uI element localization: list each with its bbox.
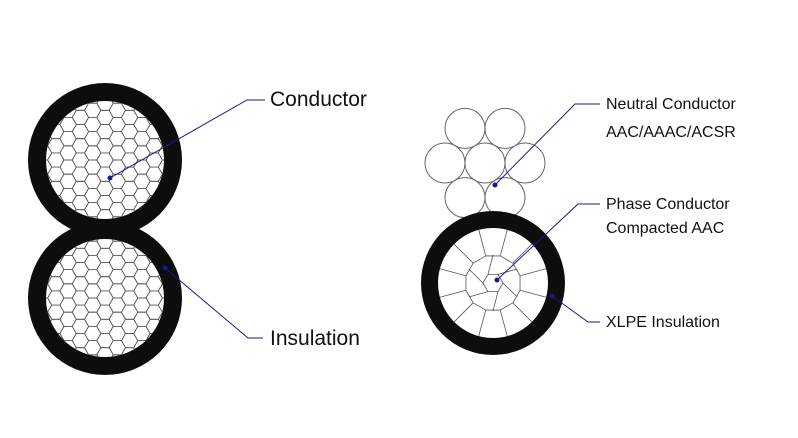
left-upper-conductor [46,101,164,219]
neutral-strand [504,142,546,184]
phase-strand-edge [438,267,467,277]
neutral-pointer-dot [492,182,498,188]
phase-strand-edge [499,309,509,338]
conductor-strand [157,131,164,147]
phase-strand-edge [468,291,489,298]
phase-strand-edge [487,254,494,275]
insulation-label: Insulation [270,327,360,350]
phase-strand-edge [492,291,499,312]
left-lower-cable [28,221,182,375]
conductor-strand [157,159,164,175]
phase-strand-edge [512,263,521,276]
xlpe-insulation-label: XLPE Insulation [606,314,720,331]
conductor-strand [157,283,164,299]
phase-strand-edge [477,228,487,257]
neutral-conductor-label-line1: Neutral Conductor [606,96,736,113]
left-upper-cable [28,83,182,237]
neutral-leader-line [494,103,600,186]
conductor-pointer-dot [107,175,113,181]
phase-strand-edge [482,282,489,292]
phase-strand-edge [512,240,536,264]
phase-strand-edge [497,274,504,284]
phase-strand-edge [438,289,467,299]
phase-strand-edge [465,290,474,303]
neutral-conductor-bundle [424,107,546,219]
phase-strand-edge [465,263,474,276]
phase-strand-edge [499,228,509,257]
phase-strand-edge [468,268,484,284]
xlpe-leader-line [551,295,600,323]
phase-strand-edge [473,255,486,264]
insulation-pointer-dot [162,265,168,271]
conductor-strand [157,297,164,313]
phase-strand-edge [500,255,513,264]
phase-strand-edge [497,268,518,275]
xlpe-pointer-dot [549,293,555,299]
conductor-label: Conductor [270,88,367,111]
phase-strand-edge [512,290,521,303]
phase-strand-edge [519,267,548,277]
neutral-strand [444,107,486,149]
conductor-strand [157,311,164,327]
phase-strands [438,228,548,338]
phase-leader-line [496,203,600,281]
phase-pointer-dot [494,277,500,283]
phase-strand-edge [512,302,536,326]
phase-strand-edge [450,302,474,326]
phase-strand-edge [519,289,548,299]
phase-strand-edge [502,282,518,298]
phase-conductor-label-line1: Phase Conductor [606,196,730,213]
phase-strand-edge [482,274,489,284]
conductor-strand [157,173,164,189]
phase-strand-edge [497,282,504,292]
phase-conductor-label-line2: Compacted AAC [606,220,725,237]
phase-strand-edge [450,240,474,264]
conductor-strand [157,145,164,161]
neutral-strand [464,142,506,184]
neutral-strand [444,177,486,219]
phase-strand-edge [477,309,487,338]
insulation-leader-line [164,267,263,339]
neutral-conductor-label-line2: AAC/AAAC/ACSR [606,124,736,141]
phase-strand-edge [500,302,513,311]
phase-strand-edge [473,302,486,311]
conductor-strand [157,269,164,285]
phase-cable [421,211,565,355]
left-lower-conductor [46,239,164,357]
neutral-strand [484,107,526,149]
conductor-leader-line [109,99,265,179]
neutral-strand [424,142,466,184]
